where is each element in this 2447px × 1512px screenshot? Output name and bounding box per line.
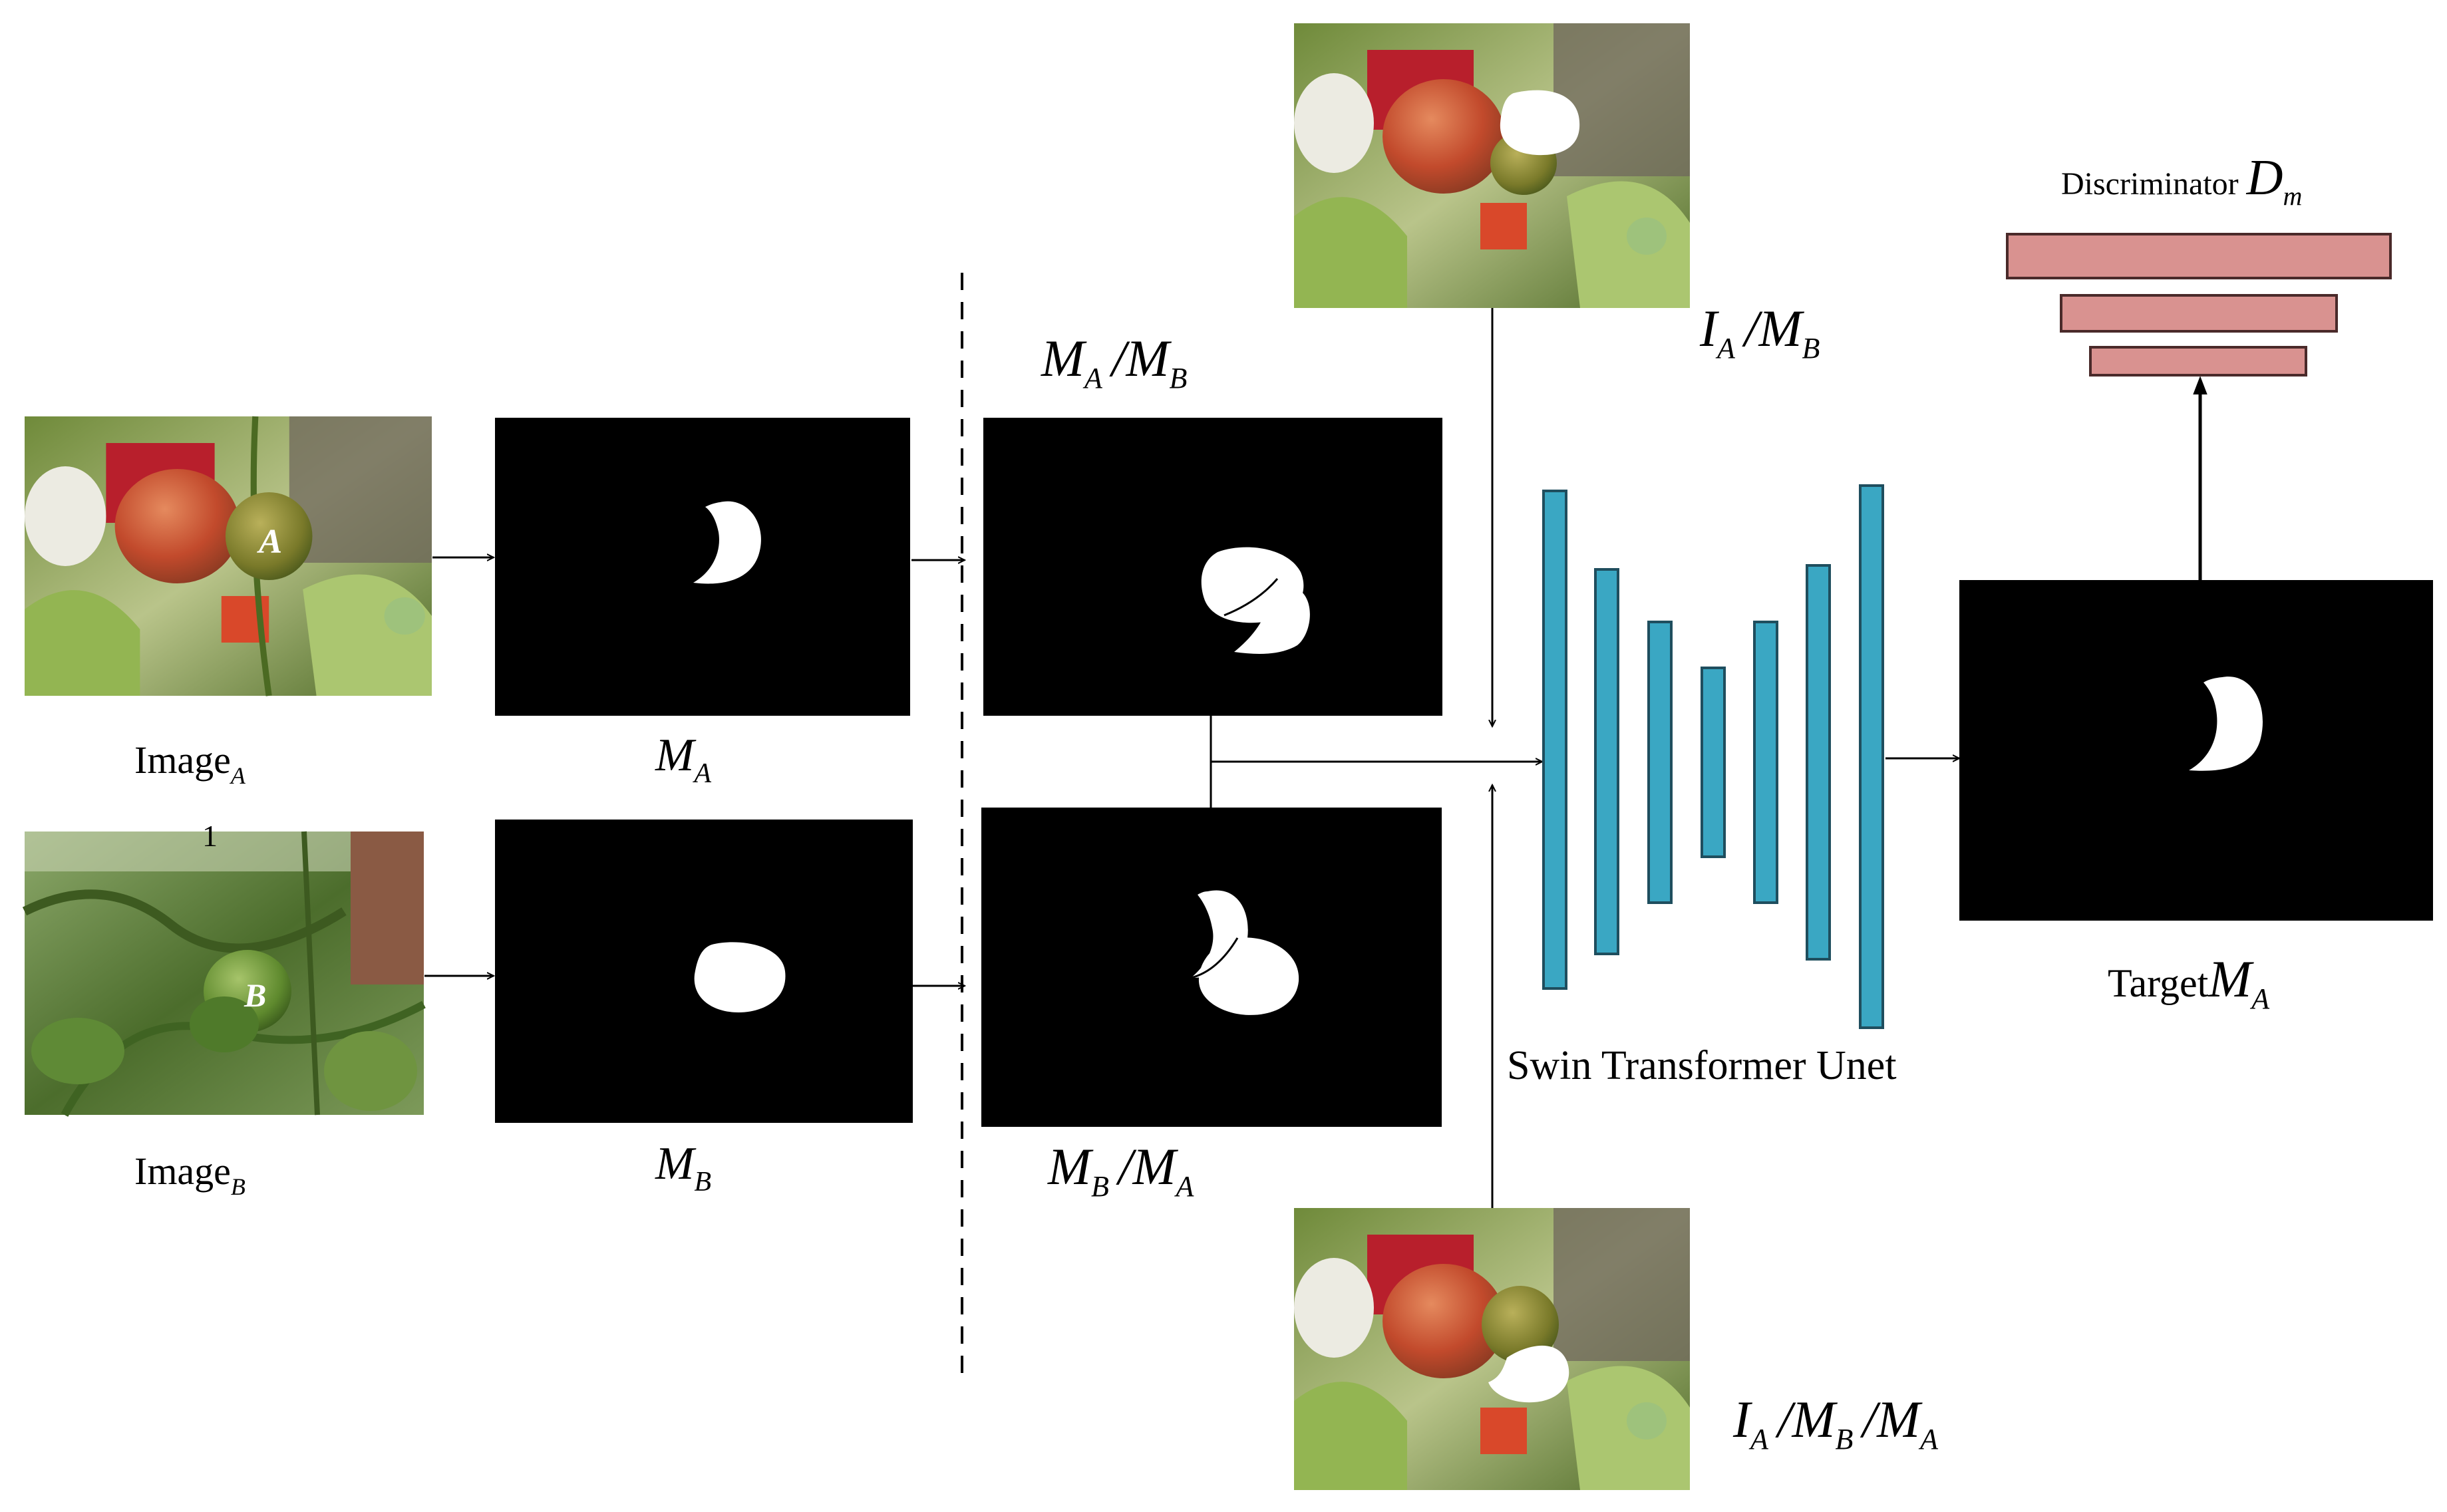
image-a-photo: A	[25, 416, 432, 696]
mask-ba	[981, 808, 1442, 1127]
discriminator-layer-1	[2006, 233, 2392, 279]
discriminator	[2006, 233, 2392, 377]
tomato-a-letter: A	[257, 522, 282, 560]
image-a-label: ImageA	[134, 738, 246, 789]
mask-b-label: MB	[655, 1138, 711, 1197]
ia-mb-pasted-mask	[1500, 90, 1580, 156]
mask-a-label: MA	[655, 730, 711, 789]
discriminator-layer-2	[2060, 294, 2338, 333]
image-b-photo: B	[22, 831, 426, 1117]
mask-ba-label: MB/MA	[1047, 1137, 1195, 1203]
ia-mb-label: IA/MB	[1699, 299, 1820, 365]
discriminator-layer-3	[2089, 346, 2307, 377]
mask-b	[495, 820, 913, 1123]
unet-bar-1	[1542, 490, 1567, 990]
unet-bar-5	[1753, 621, 1778, 904]
ia-mb-ma-pasted-mask	[1488, 1345, 1569, 1403]
target-mask-shape	[2189, 677, 2263, 771]
mask-ab-shape-a	[1234, 585, 1310, 654]
image-b-label: ImageB	[134, 1149, 245, 1200]
target-mask	[1959, 580, 2433, 921]
mask-a	[495, 418, 910, 716]
discriminator-label: Discriminator Dm	[2061, 150, 2302, 211]
unet-bar-4	[1701, 667, 1726, 858]
mask-b-shape	[694, 942, 786, 1012]
unet-bar-7	[1859, 484, 1884, 1029]
unet-bar-3	[1647, 621, 1673, 904]
unet-bar-2	[1594, 568, 1619, 955]
unet-label: Swin Transformer Unet	[1507, 1043, 1897, 1088]
target-label: TargetMA	[2108, 950, 2270, 1015]
ia-mb-ma-label: IA/MB/MA	[1732, 1390, 1939, 1455]
ia-mb-photo	[1294, 23, 1690, 308]
swin-unet	[1542, 484, 1884, 1029]
image-a-note: 1	[202, 819, 218, 853]
tomato-b-letter: B	[244, 977, 266, 1014]
mask-ab-label: MA/MB	[1041, 329, 1187, 394]
ia-mb-ma-photo	[1294, 1208, 1690, 1490]
mask-ab	[983, 418, 1442, 716]
mask-a-shape	[693, 501, 761, 584]
unet-bar-6	[1806, 564, 1831, 961]
